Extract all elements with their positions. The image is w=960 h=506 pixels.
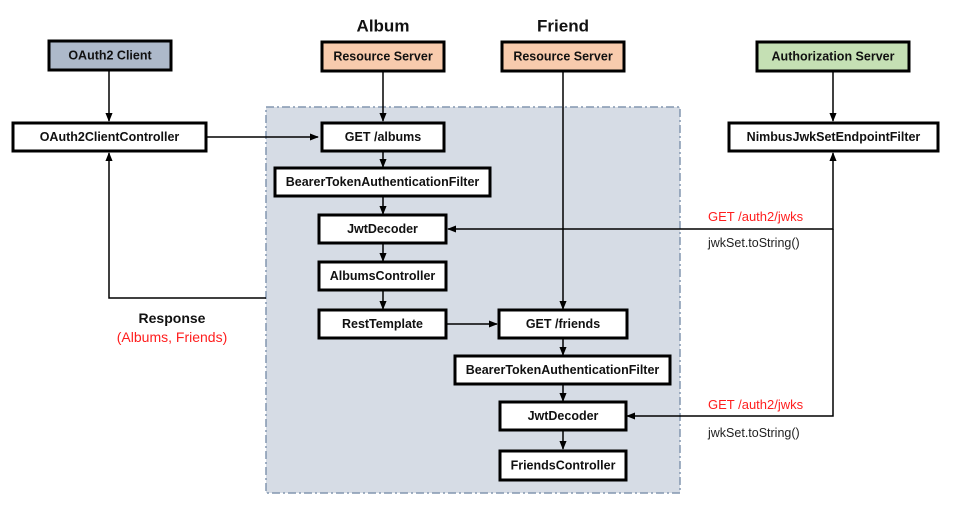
svg-text:NimbusJwkSetEndpointFilter: NimbusJwkSetEndpointFilter (747, 130, 921, 144)
jwks-request-label-1: GET /auth2/jwks (708, 209, 804, 224)
arrow-response-to-controller (105, 152, 266, 299)
resource-server-region (265, 106, 681, 494)
arrow-nimbus-to-friend-jwt (626, 229, 834, 420)
node-oauth2-client-controller: OAuth2ClientController (11, 121, 208, 153)
node-album-resource-server: Resource Server (320, 40, 446, 73)
svg-text:BearerTokenAuthenticationFilte: BearerTokenAuthenticationFilter (466, 363, 660, 377)
node-get-friends: GET /friends (497, 308, 629, 340)
svg-text:JwtDecoder: JwtDecoder (528, 409, 599, 423)
jwks-response-label-2: jwkSet.toString() (707, 426, 800, 440)
svg-text:BearerTokenAuthenticationFilte: BearerTokenAuthenticationFilter (286, 175, 480, 189)
node-nimbus-jwk-set-endpoint-filter: NimbusJwkSetEndpointFilter (727, 121, 940, 153)
node-authorization-server: Authorization Server (755, 40, 911, 73)
jwks-request-label-2: GET /auth2/jwks (708, 397, 804, 412)
node-friend-bearer-filter: BearerTokenAuthenticationFilter (453, 354, 672, 386)
node-album-jwt-decoder: JwtDecoder (317, 213, 448, 245)
svg-text:Authorization Server: Authorization Server (772, 50, 895, 64)
node-friend-resource-server: Resource Server (500, 40, 626, 73)
friend-title: Friend (537, 17, 589, 36)
node-albums-controller: AlbumsController (317, 260, 448, 292)
svg-text:FriendsController: FriendsController (511, 459, 616, 473)
node-album-bearer-filter: BearerTokenAuthenticationFilter (273, 166, 492, 198)
svg-text:OAuth2ClientController: OAuth2ClientController (40, 130, 180, 144)
svg-text:RestTemplate: RestTemplate (342, 317, 423, 331)
svg-text:Resource Server: Resource Server (333, 50, 433, 64)
album-title: Album (357, 17, 410, 36)
node-oauth2-client: OAuth2 Client (47, 39, 173, 72)
node-friends-controller: FriendsController (498, 449, 628, 482)
response-title: Response (139, 310, 206, 326)
node-get-albums: GET /albums (320, 121, 446, 153)
response-detail: (Albums, Friends) (117, 329, 227, 345)
svg-text:OAuth2 Client: OAuth2 Client (68, 49, 152, 63)
svg-text:GET /albums: GET /albums (345, 130, 421, 144)
svg-text:GET /friends: GET /friends (526, 317, 600, 331)
node-rest-template: RestTemplate (317, 308, 448, 340)
node-friend-jwt-decoder: JwtDecoder (498, 400, 628, 432)
svg-text:AlbumsController: AlbumsController (330, 269, 436, 283)
connectors (105, 71, 837, 450)
svg-text:JwtDecoder: JwtDecoder (347, 222, 418, 236)
jwks-response-label-1: jwkSet.toString() (707, 236, 800, 250)
svg-text:Resource Server: Resource Server (513, 50, 613, 64)
